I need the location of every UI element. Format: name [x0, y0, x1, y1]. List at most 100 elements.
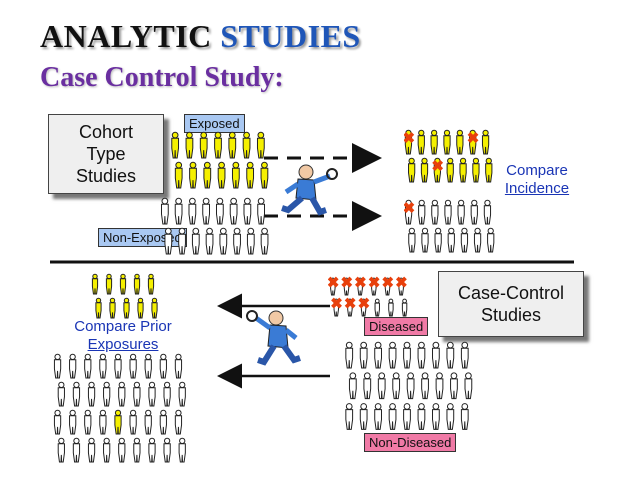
person-icon	[159, 353, 167, 379]
person-icon	[363, 372, 372, 400]
person-icon	[408, 227, 416, 253]
person-icon	[109, 297, 116, 319]
disease-mark-icon: ✖	[328, 276, 339, 291]
person-icon	[347, 298, 353, 317]
person-icon	[460, 403, 469, 430]
person-icon	[360, 298, 367, 317]
person-icon	[114, 409, 122, 435]
cohort-outcome-exposed-group: ✖✖✖	[404, 129, 493, 183]
prior-exposed-group	[91, 273, 158, 319]
compare-incidence-line-2: Incidence	[504, 180, 570, 197]
title-word-analytic: ANALYTIC	[40, 18, 212, 54]
disease-mark-icon: ✖	[404, 130, 415, 147]
person-icon	[404, 199, 413, 225]
person-icon	[256, 131, 265, 159]
person-icon	[464, 372, 473, 400]
non-diseased-tag: Non-Diseased	[364, 433, 457, 452]
person-icon	[114, 353, 122, 379]
person-icon	[348, 372, 357, 400]
person-icon	[406, 372, 415, 400]
person-icon	[473, 227, 482, 253]
disease-mark-icon: ✖	[330, 295, 343, 312]
person-icon	[459, 157, 467, 183]
person-icon	[345, 403, 354, 430]
person-icon	[374, 341, 382, 369]
person-icon	[69, 353, 77, 379]
person-icon	[359, 403, 368, 430]
person-icon	[371, 277, 377, 296]
person-icon	[432, 403, 440, 430]
compare-incidence-note: Compare Incidence	[494, 162, 580, 198]
person-icon	[421, 227, 429, 253]
person-icon	[470, 199, 478, 225]
person-icon	[446, 403, 455, 430]
person-icon	[57, 381, 65, 407]
person-icon	[219, 227, 228, 255]
person-icon	[392, 372, 401, 400]
person-icon	[257, 197, 266, 225]
person-icon	[144, 409, 152, 435]
compare-incidence-line-1: Compare	[506, 162, 568, 179]
person-icon	[388, 403, 397, 430]
disease-mark-icon: ✖	[404, 200, 415, 217]
person-icon	[472, 157, 480, 183]
person-icon	[417, 403, 426, 430]
person-icon	[469, 129, 477, 155]
person-icon	[147, 273, 155, 295]
person-icon	[460, 341, 469, 369]
person-icon	[404, 129, 413, 155]
disease-mark-icon: ✖	[341, 276, 354, 291]
person-icon	[384, 277, 391, 296]
person-icon	[174, 197, 183, 225]
person-icon	[72, 437, 81, 463]
person-icon	[447, 227, 455, 253]
person-icon	[178, 437, 186, 463]
person-icon	[229, 197, 238, 225]
person-icon	[57, 437, 65, 463]
person-icon	[103, 437, 111, 463]
person-icon	[144, 353, 152, 379]
person-icon	[215, 197, 224, 225]
person-icon	[457, 199, 465, 225]
person-icon	[481, 129, 490, 155]
person-icon	[160, 197, 169, 225]
person-icon	[191, 227, 200, 255]
person-icon	[148, 437, 156, 463]
cohort-outcome-nonexposed-group: ✖	[404, 199, 495, 253]
person-icon	[148, 381, 156, 407]
person-icon	[129, 409, 137, 435]
person-icon	[84, 353, 92, 379]
person-icon	[53, 353, 62, 379]
exposed-tag: Exposed	[184, 114, 245, 133]
person-icon	[403, 341, 411, 369]
person-icon	[417, 129, 425, 155]
person-icon	[87, 437, 96, 463]
disease-mark-icon: ✖	[358, 295, 371, 312]
person-icon	[434, 227, 442, 253]
person-icon	[435, 372, 444, 400]
person-icon	[84, 409, 92, 435]
person-icon	[159, 409, 167, 435]
person-icon	[91, 273, 99, 295]
person-icon	[87, 381, 96, 407]
compare-prior-note: Compare Prior Exposures	[58, 318, 188, 354]
person-icon	[163, 381, 171, 407]
person-icon	[485, 157, 493, 183]
person-icon	[105, 273, 113, 295]
person-icon	[178, 381, 186, 407]
prior-unexposed-group	[53, 353, 186, 463]
disease-mark-icon: ✖	[382, 276, 395, 291]
disease-mark-icon: ✖	[344, 295, 357, 312]
person-icon	[133, 273, 141, 295]
person-icon	[95, 297, 102, 319]
person-icon	[460, 227, 469, 253]
person-icon	[164, 227, 173, 255]
person-icon	[103, 381, 111, 407]
person-icon	[118, 381, 126, 407]
person-icon	[345, 341, 354, 369]
person-icon	[214, 131, 222, 159]
person-icon	[403, 403, 411, 430]
nondiseased-group	[345, 341, 473, 430]
diseased-group: ✖✖✖✖✖✖✖✖✖	[328, 276, 408, 317]
cohort-box-line-2: Type	[86, 144, 126, 164]
